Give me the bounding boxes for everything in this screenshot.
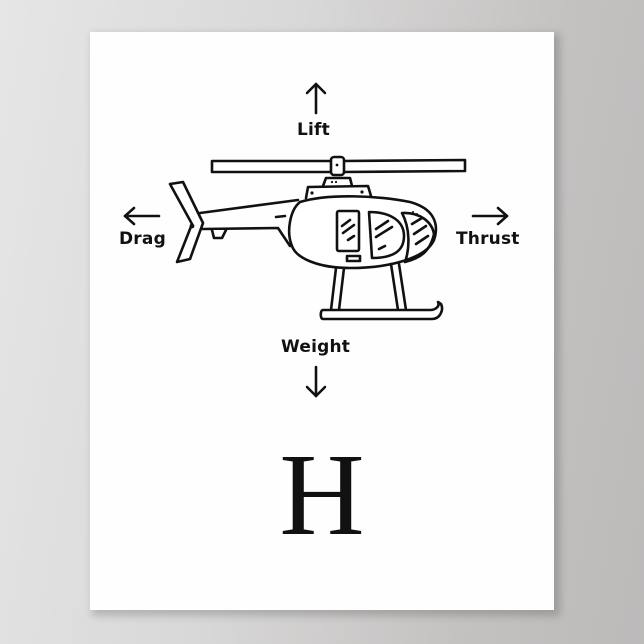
arrow-right-icon [471,206,509,226]
arrow-left-icon [123,206,161,226]
drag-label: Drag [119,229,166,249]
poster-letter: H [279,429,365,560]
thrust-label: Thrust [456,229,520,249]
arrow-down-icon [305,365,327,398]
arrow-up-icon [305,82,327,115]
poster-sheet [90,32,554,610]
weight-label: Weight [281,337,351,357]
lift-label: Lift [297,120,330,140]
helicopter-icon [168,155,467,321]
poster-content: H [90,0,554,644]
